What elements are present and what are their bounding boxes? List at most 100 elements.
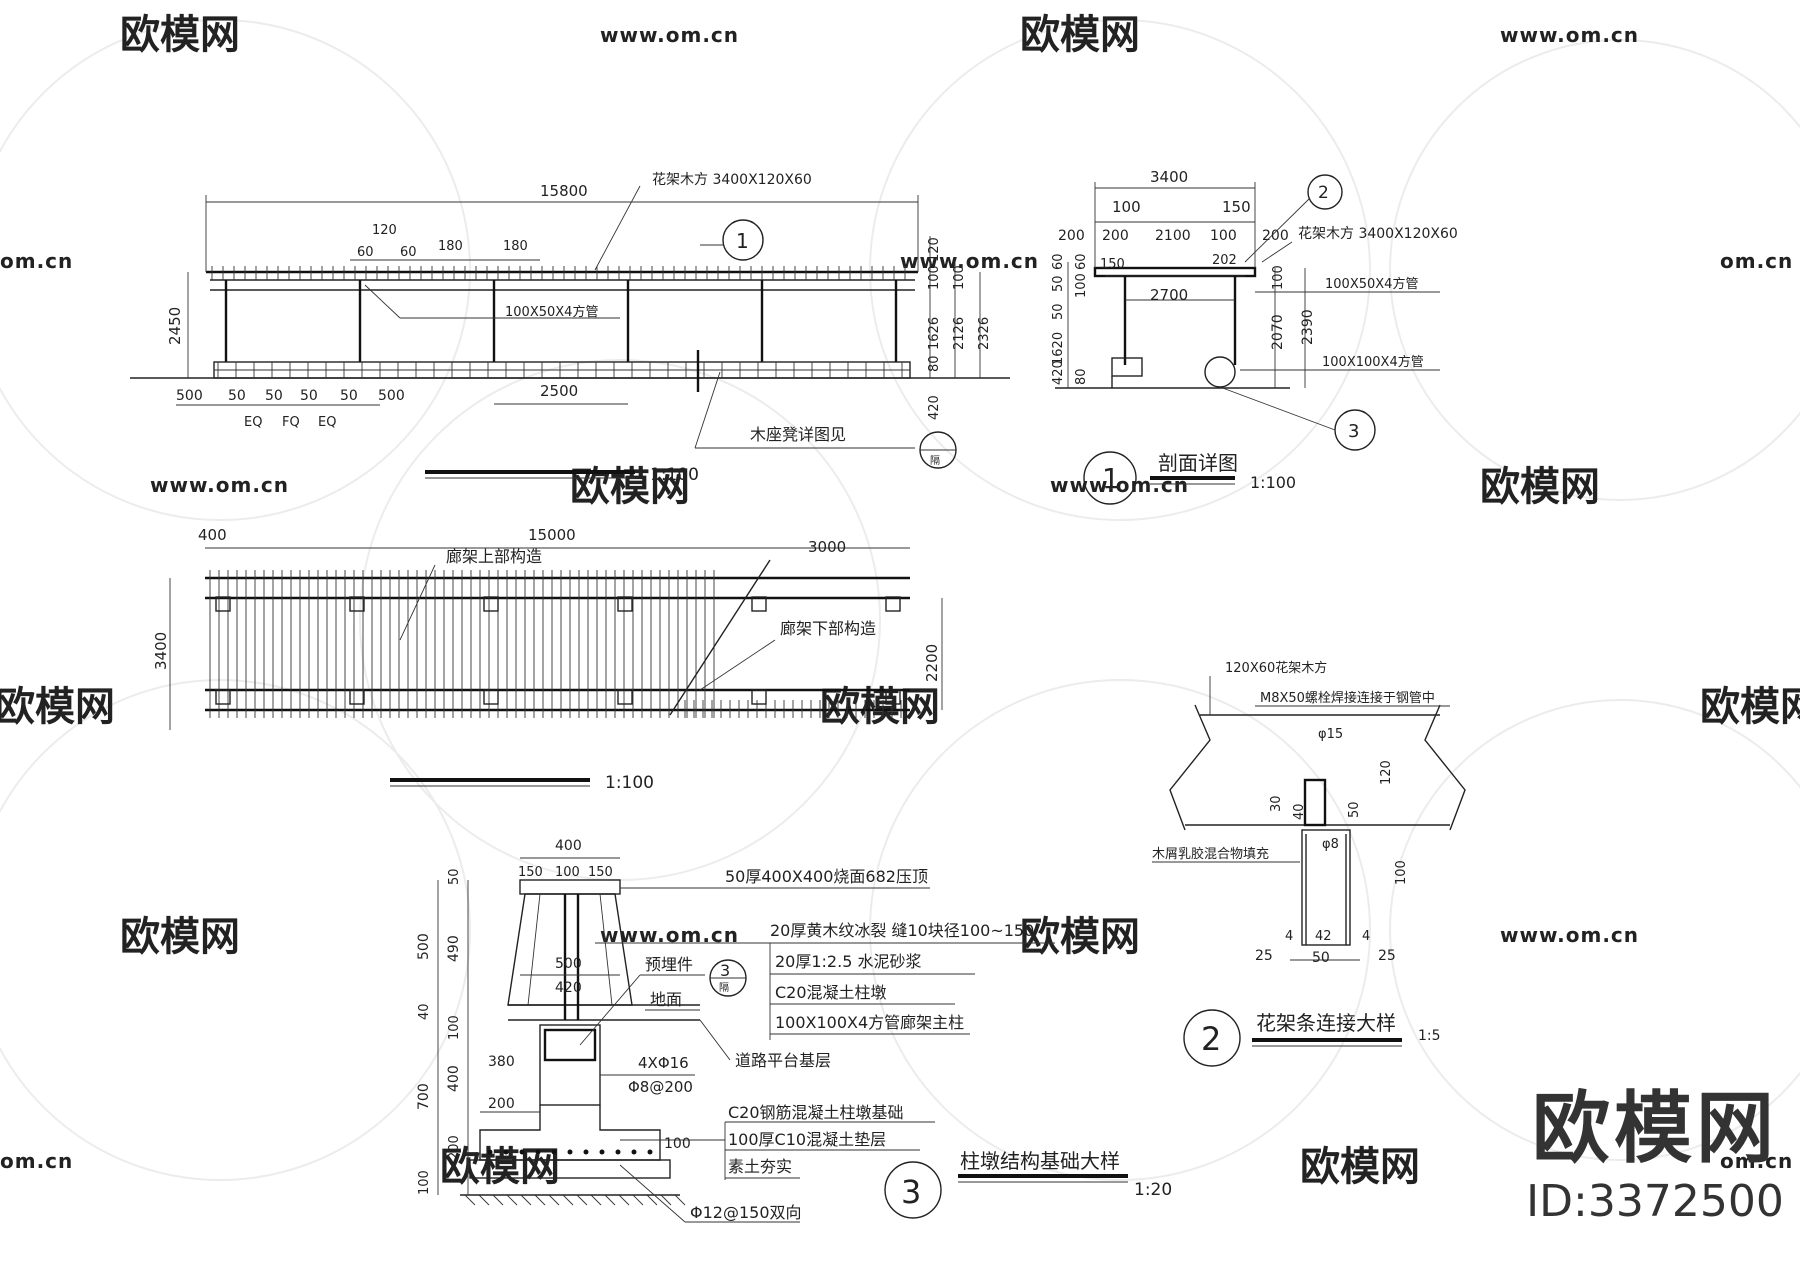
svg-text:15000: 15000 xyxy=(528,526,576,544)
svg-text:420: 420 xyxy=(1051,360,1066,385)
svg-text:400: 400 xyxy=(446,1065,462,1092)
svg-text:素土夯实: 素土夯实 xyxy=(728,1157,792,1176)
svg-text:25: 25 xyxy=(1378,948,1396,964)
svg-text:100: 100 xyxy=(1074,273,1089,298)
svg-text:100: 100 xyxy=(555,865,580,880)
rebar-dot xyxy=(631,1149,637,1155)
svg-text:www.om.cn: www.om.cn xyxy=(1500,23,1639,47)
svg-text:50: 50 xyxy=(1347,801,1362,818)
svg-text:花架木方 3400X120X60: 花架木方 3400X120X60 xyxy=(652,172,812,188)
svg-text:150: 150 xyxy=(1100,257,1125,272)
soil-hatch-line xyxy=(604,1194,616,1206)
svg-text:15800: 15800 xyxy=(540,182,588,200)
elevation-view: 15800 花架木方 3400X120X60 120 60 60 180 180… xyxy=(130,172,1010,485)
joint-detail: 120X60花架木方 M8X50螺栓焊接连接于钢管中 φ15 120 50 30… xyxy=(1152,660,1466,1067)
svg-text:M8X50螺栓焊接连接于钢管中: M8X50螺栓焊接连接于钢管中 xyxy=(1260,690,1435,706)
svg-text:欧模网: 欧模网 xyxy=(1700,684,1800,730)
svg-text:隔: 隔 xyxy=(930,455,940,467)
svg-text:200: 200 xyxy=(447,1135,462,1160)
rebar-dot xyxy=(647,1149,653,1155)
svg-text:100: 100 xyxy=(1271,265,1286,290)
svg-text:500: 500 xyxy=(416,933,432,960)
svg-text:150: 150 xyxy=(1222,198,1251,216)
svg-text:180: 180 xyxy=(438,239,463,254)
soil-hatch-line xyxy=(478,1194,490,1206)
svg-text:地面: 地面 xyxy=(650,990,682,1009)
svg-text:2450: 2450 xyxy=(166,307,184,345)
svg-text:欧模网: 欧模网 xyxy=(1020,914,1140,960)
svg-text:500: 500 xyxy=(378,388,405,404)
svg-text:www.om.cn: www.om.cn xyxy=(1500,923,1639,947)
svg-text:木座凳详图见: 木座凳详图见 xyxy=(750,425,846,444)
svg-text:1:100: 1:100 xyxy=(1250,473,1296,492)
svg-text:400: 400 xyxy=(198,526,227,544)
svg-text:30: 30 xyxy=(1269,795,1284,812)
svg-text:42: 42 xyxy=(1315,929,1332,944)
svg-text:120: 120 xyxy=(372,223,397,238)
soil-hatch xyxy=(464,1194,686,1206)
watermark-url: www.om.cn www.om.cn www.om.cn www.om.cn … xyxy=(0,23,1792,1173)
watermark-layer: 欧模网 欧模网 欧模网 欧模网 欧模网 欧模网 欧模网 欧模网 欧模网 欧模网 … xyxy=(0,12,1800,1190)
svg-text:3: 3 xyxy=(720,961,730,980)
svg-text:欧模网: 欧模网 xyxy=(120,914,240,960)
svg-text:20厚黄木纹冰裂 缝10块径100~150: 20厚黄木纹冰裂 缝10块径100~150 xyxy=(770,921,1034,940)
svg-text:50厚400X400烧面682压顶: 50厚400X400烧面682压顶 xyxy=(725,867,928,886)
svg-text:2: 2 xyxy=(1318,183,1329,203)
brand-watermark: 欧模网 ID:3372500 xyxy=(1515,1090,1795,1229)
svg-text:200: 200 xyxy=(1262,228,1289,244)
svg-text:1: 1 xyxy=(736,229,749,253)
svg-text:欧模网: 欧模网 xyxy=(120,12,240,58)
svg-text:木屑乳胶混合物填充: 木屑乳胶混合物填充 xyxy=(1152,846,1269,862)
svg-text:2126: 2126 xyxy=(952,317,967,350)
svg-text:FQ: FQ xyxy=(282,415,300,430)
soil-hatch-line xyxy=(632,1194,644,1206)
svg-text:欧模网: 欧模网 xyxy=(1300,1144,1420,1190)
svg-text:500: 500 xyxy=(176,388,203,404)
svg-text:om.cn: om.cn xyxy=(0,1149,73,1173)
svg-text:500: 500 xyxy=(555,956,582,972)
svg-text:3: 3 xyxy=(901,1173,921,1211)
soil-hatch-line xyxy=(492,1194,504,1206)
svg-text:100厚C10混凝土垫层: 100厚C10混凝土垫层 xyxy=(728,1130,886,1149)
watermark-logo: 欧模网 欧模网 欧模网 欧模网 欧模网 欧模网 欧模网 欧模网 欧模网 欧模网 … xyxy=(0,12,1800,1190)
svg-text:50: 50 xyxy=(1051,275,1066,292)
svg-text:1:100: 1:100 xyxy=(605,773,654,793)
svg-text:2200: 2200 xyxy=(923,644,941,682)
svg-text:om.cn: om.cn xyxy=(0,249,73,273)
section-view: 3400 100 150 200 200 2100 100 200 150 20… xyxy=(1051,168,1458,505)
svg-text:120: 120 xyxy=(927,237,942,262)
svg-text:EQ: EQ xyxy=(244,415,262,430)
svg-text:1:5: 1:5 xyxy=(1418,1028,1441,1044)
svg-text:1626: 1626 xyxy=(927,317,942,350)
svg-text:欧模网: 欧模网 xyxy=(820,684,940,730)
svg-text:Φ12@150双向: Φ12@150双向 xyxy=(690,1203,802,1222)
svg-text:2500: 2500 xyxy=(540,382,578,400)
rebar-dot xyxy=(519,1149,525,1155)
svg-text:1620: 1620 xyxy=(1051,332,1066,365)
rebar-dot xyxy=(583,1149,589,1155)
soil-hatch-line xyxy=(646,1194,658,1206)
svg-text:EQ: EQ xyxy=(318,415,336,430)
svg-text:3: 3 xyxy=(1348,421,1359,442)
svg-text:100X100X4方管廊架主柱: 100X100X4方管廊架主柱 xyxy=(775,1013,964,1032)
svg-text:200: 200 xyxy=(488,1096,515,1112)
soil-hatch-line xyxy=(464,1194,476,1206)
svg-text:2326: 2326 xyxy=(977,317,992,350)
svg-text:60: 60 xyxy=(400,245,417,260)
soil-hatch-line xyxy=(618,1194,630,1206)
svg-text:100: 100 xyxy=(927,265,942,290)
svg-text:4XΦ16: 4XΦ16 xyxy=(638,1054,689,1072)
svg-text:廊架下部构造: 廊架下部构造 xyxy=(780,619,876,638)
svg-text:420: 420 xyxy=(555,980,582,996)
svg-text:欧模网: 欧模网 xyxy=(1480,464,1600,510)
soil-hatch-line xyxy=(590,1194,602,1206)
svg-text:预埋件: 预埋件 xyxy=(645,955,693,974)
svg-text:欧模网: 欧模网 xyxy=(0,684,115,730)
columns xyxy=(224,280,898,362)
svg-text:廊架上部构造: 廊架上部构造 xyxy=(446,547,542,566)
rebar-dot xyxy=(615,1149,621,1155)
soil-hatch-line xyxy=(660,1194,672,1206)
svg-text:100: 100 xyxy=(1112,198,1141,216)
svg-text:2390: 2390 xyxy=(1300,309,1316,345)
